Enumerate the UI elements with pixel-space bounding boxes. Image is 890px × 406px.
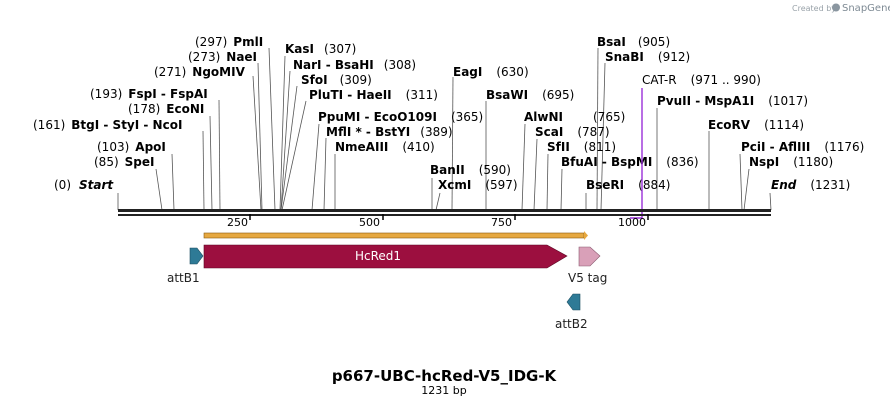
plasmid-length: 1231 bp	[421, 384, 466, 397]
site-kasi[interactable]: KasI(307)	[285, 42, 356, 56]
attb1-label: attB1	[167, 271, 200, 285]
feature-hcred1[interactable]: HcRed1	[203, 244, 568, 269]
site-snabi[interactable]: SnaBI(912)	[605, 50, 690, 64]
site-bfuai-bspmi[interactable]: BfuAI - BspMI(836)	[561, 155, 699, 169]
primer-cat-r[interactable]: CAT-R(971 .. 990)	[630, 73, 761, 219]
orf-fill	[203, 232, 585, 239]
site-ecorv[interactable]: EcoRV(1114)	[708, 118, 804, 132]
site-eagi[interactable]: EagI(630)	[453, 65, 529, 79]
site-ngomiv[interactable]: (271)NgoMIV	[154, 65, 246, 79]
snapgene-logo-icon	[832, 3, 840, 12]
site-mfli-bstyi[interactable]: MflI * - BstYI(389)	[326, 125, 453, 139]
feature-v5-tag[interactable]: V5 tag	[568, 246, 607, 285]
feature-attb1[interactable]: attB1	[167, 247, 204, 285]
site-banii[interactable]: BanII(590)	[430, 163, 511, 177]
tick-label-500: 500	[359, 216, 380, 229]
attb2-arrow	[566, 293, 581, 311]
site-naei[interactable]: (273)NaeI	[188, 50, 257, 64]
plasmid-title: p667-UBC-hcRed-V5_IDG-K	[332, 367, 558, 385]
site-btgi-styi-ncoi[interactable]: (161)BtgI - StyI - NcoI	[33, 118, 182, 132]
feature-attb2[interactable]: attB2	[555, 293, 588, 331]
site-spei[interactable]: (85)SpeI	[94, 155, 154, 169]
ruler-bottom-strand	[118, 214, 771, 216]
site-nari-bsahi[interactable]: NarI - BsaHI(308)	[293, 58, 416, 72]
hcred1-arrow	[203, 244, 568, 269]
site-apoi[interactable]: (103)ApoI	[97, 140, 166, 154]
tick-label-1000: 1000	[618, 216, 646, 229]
watermark-prefix: Created by	[792, 4, 836, 13]
site-pmli[interactable]: (297)PmlI	[195, 35, 263, 49]
snapgene-watermark: Created by SnapGene	[792, 3, 890, 14]
watermark-brand: SnapGene	[842, 3, 890, 14]
site-leader-lines	[117, 47, 772, 211]
site-bseri[interactable]: BseRI(884)	[586, 178, 670, 192]
v5-tag-arrow	[578, 246, 601, 267]
attb2-label: attB2	[555, 317, 588, 331]
site-nspi[interactable]: NspI(1180)	[749, 155, 833, 169]
site-bsai[interactable]: BsaI(905)	[597, 35, 670, 49]
site-pvuii-mspa1i[interactable]: PvuII - MspA1I(1017)	[657, 94, 808, 108]
orf-arrow-tip	[584, 231, 588, 240]
orf-bar[interactable]	[203, 231, 588, 240]
site-sfii[interactable]: SfII(811)	[547, 140, 616, 154]
site-scai[interactable]: ScaI(787)	[535, 125, 610, 139]
primer-line	[630, 88, 643, 219]
tick-label-250: 250	[227, 216, 248, 229]
site-xcmi[interactable]: XcmI(597)	[438, 178, 518, 192]
sequence-ruler: 250 500 750 1000	[118, 209, 771, 229]
site-econi[interactable]: (178)EcoNI	[128, 102, 204, 116]
site-bsawi[interactable]: BsaWI(695)	[486, 88, 574, 102]
tick-label-750: 750	[491, 216, 512, 229]
restriction-site-labels: (0)Start (85)SpeI (103)ApoI (161)BtgI - …	[33, 35, 864, 192]
ruler-top-strand	[118, 209, 771, 212]
site-end[interactable]: End(1231)	[771, 178, 850, 192]
site-alwni[interactable]: AlwNI(765)	[524, 110, 625, 124]
site-fspi-fspai[interactable]: (193)FspI - FspAI	[90, 87, 208, 101]
site-pluti-haeii[interactable]: PluTI - HaeII(311)	[309, 88, 438, 102]
hcred1-label: HcRed1	[355, 249, 401, 263]
site-pcli-afliii[interactable]: PciI - AflIII(1176)	[741, 140, 864, 154]
site-nmeaiii[interactable]: NmeAIII(410)	[335, 140, 435, 154]
primer-label: CAT-R(971 .. 990)	[642, 73, 761, 87]
site-ppumi-ecoo109i[interactable]: PpuMI - EcoO109I(365)	[318, 110, 483, 124]
attb1-arrow	[189, 247, 204, 265]
site-start[interactable]: (0)Start	[54, 178, 114, 192]
v5-tag-label: V5 tag	[568, 271, 607, 285]
site-sfoi[interactable]: SfoI(309)	[301, 73, 372, 87]
